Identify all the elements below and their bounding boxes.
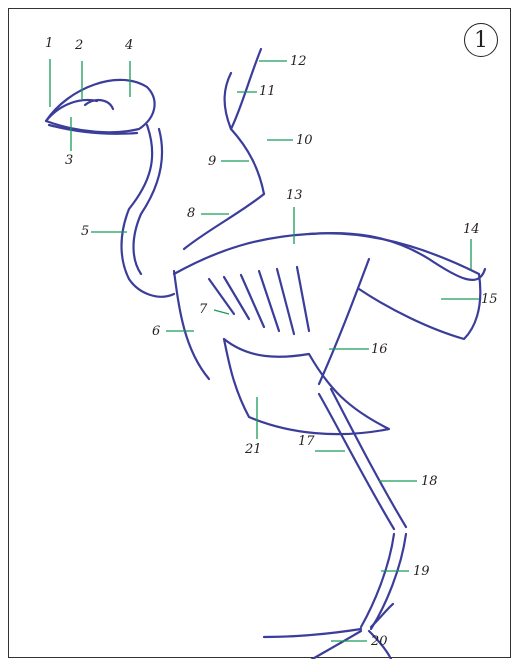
wing-upper [184,194,264,249]
label-13: 13 [286,189,303,202]
label-15: 15 [481,293,498,306]
label-1: 1 [45,37,53,50]
coracoid [174,271,209,379]
label-5: 5 [81,225,89,238]
label-12: 12 [290,55,307,68]
sternum [224,339,389,434]
diagram-frame: 1 [8,8,511,658]
label-3: 3 [65,154,73,167]
label-16: 16 [371,343,388,356]
toe-1 [264,629,361,637]
label-4: 4 [125,39,133,52]
label-21: 21 [245,443,262,456]
tibia [319,394,394,529]
tarsus [361,534,394,627]
label-6: 6 [152,325,160,338]
label-14: 14 [463,223,480,236]
orbit [85,100,113,109]
label-10: 10 [296,134,313,147]
label-9: 9 [208,155,216,168]
skeleton-drawing [9,9,512,659]
neck [122,125,175,297]
femur [319,259,369,384]
label-8: 8 [187,207,195,220]
label-20: 20 [371,635,388,648]
pelvis [309,233,480,339]
label-11: 11 [259,85,276,98]
wing-tip [231,49,261,129]
label-18: 18 [421,475,438,488]
label-19: 19 [413,565,430,578]
label-7: 7 [199,303,207,316]
label-17: 17 [298,435,315,448]
label-2: 2 [75,39,83,52]
